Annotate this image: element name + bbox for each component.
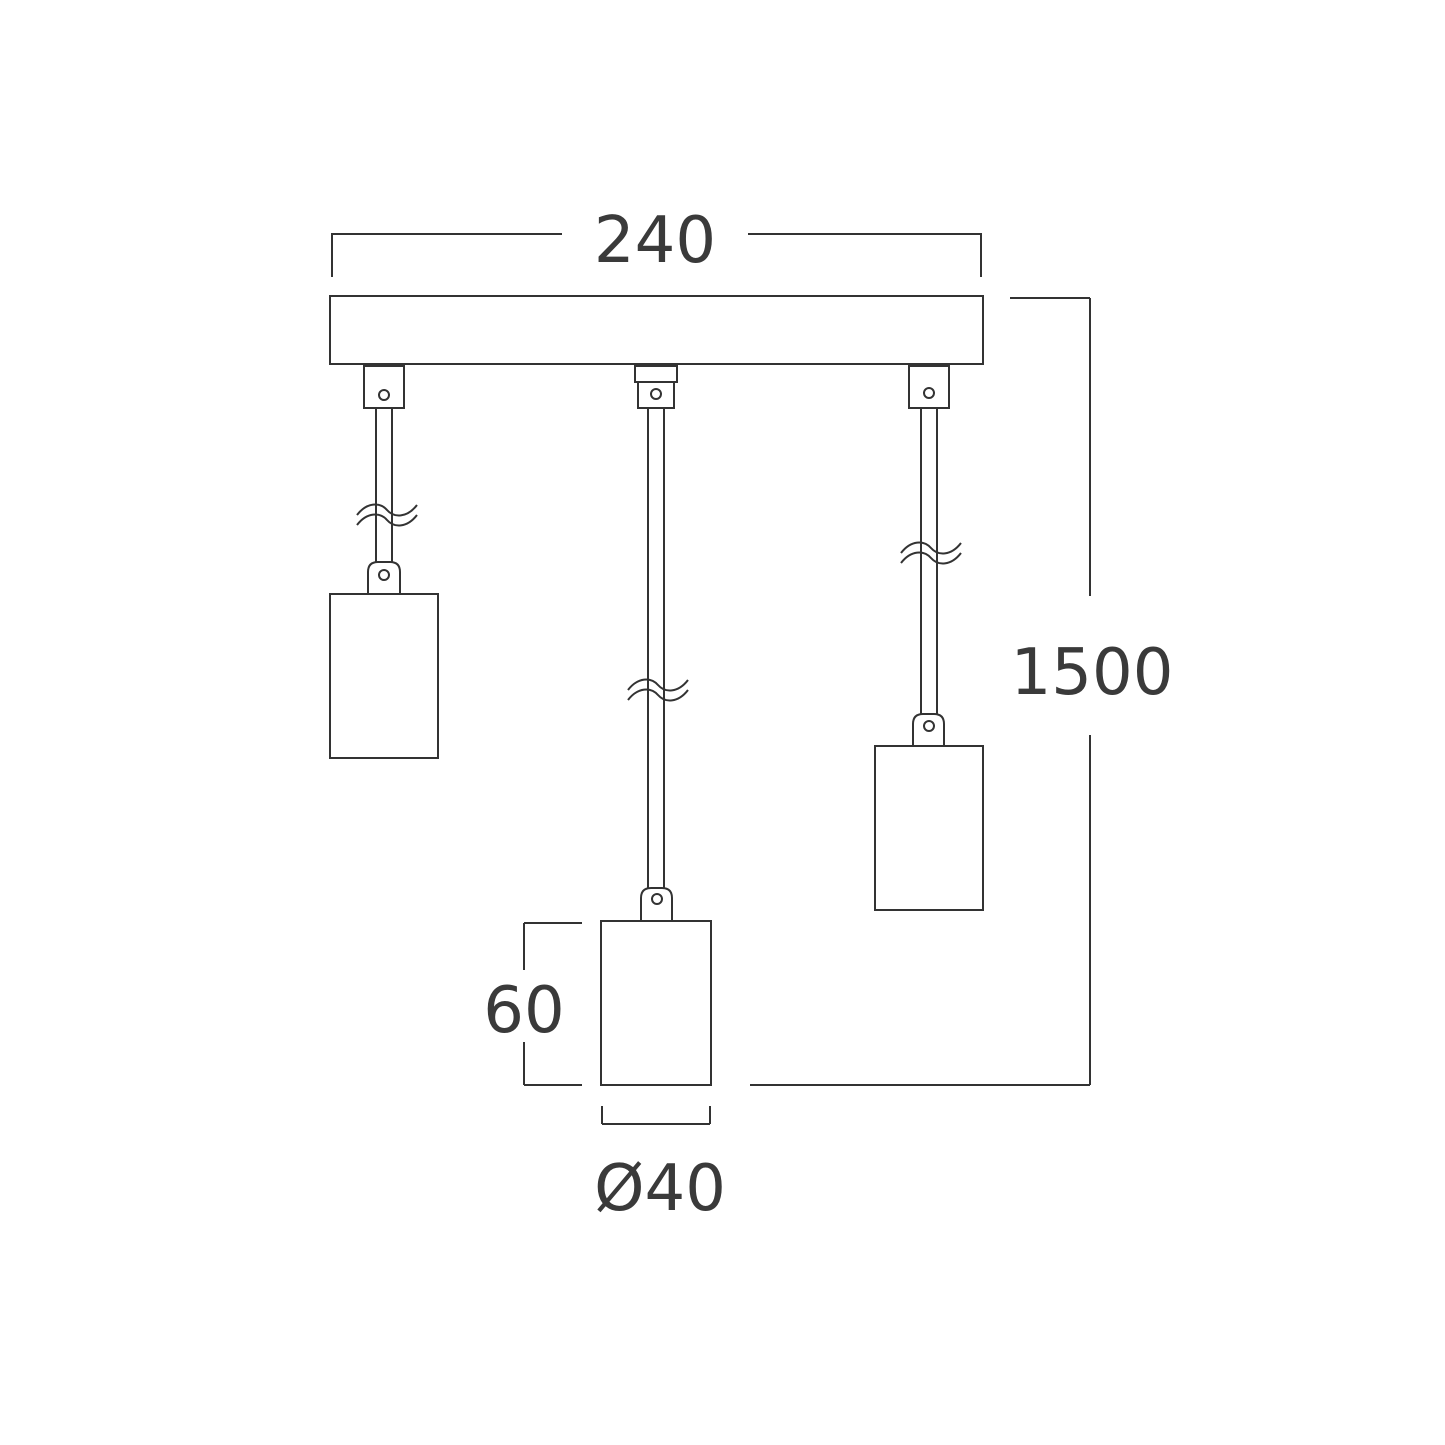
shade-tab-left — [367, 561, 401, 595]
shade-left — [329, 593, 439, 759]
shade-middle — [600, 920, 712, 1086]
shade-diameter-label: Ø40 — [594, 1152, 726, 1226]
shade-height-label: 60 — [483, 974, 564, 1048]
cord-grip-top-middle — [637, 381, 675, 409]
cord-grip-top-left — [363, 365, 405, 409]
width-label: 240 — [594, 204, 716, 278]
width-dimension: 240 — [331, 204, 982, 278]
shade-right — [874, 745, 984, 911]
cord-grip-cap-middle — [634, 365, 678, 383]
height-dimension: 1500 — [750, 297, 1174, 1086]
ceiling-canopy — [329, 295, 984, 365]
cord-break-right — [900, 541, 962, 555]
shade-height-dimension: 60 — [483, 922, 582, 1086]
cord-break-middle — [627, 678, 689, 692]
pendant-left — [329, 365, 439, 759]
pendant-middle — [600, 365, 712, 1086]
pendant-right — [874, 365, 984, 911]
height-label: 1500 — [1011, 636, 1174, 710]
shade-diameter-dimension: Ø40 — [594, 1106, 726, 1226]
cord-break-left — [356, 503, 418, 517]
